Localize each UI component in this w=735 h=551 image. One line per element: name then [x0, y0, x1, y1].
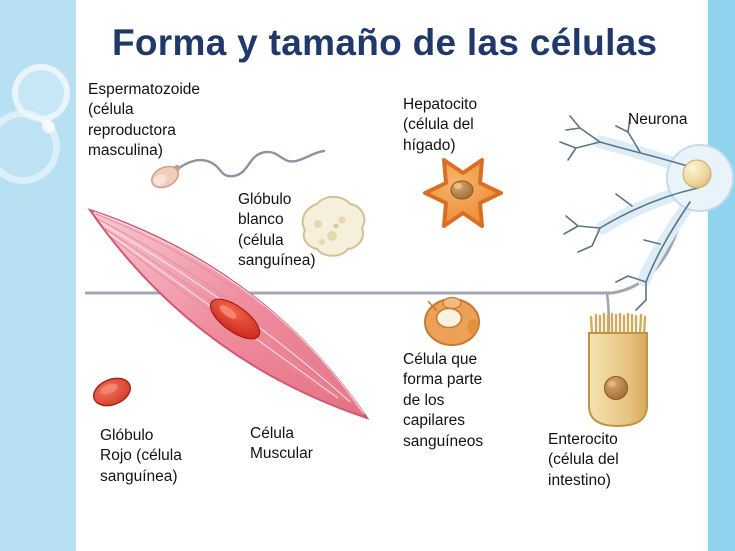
label-neuron: Neurona — [628, 111, 688, 128]
label-sperm-cell: Espermatozoide (célula reproductora masc… — [88, 81, 201, 160]
capillary-cell-illustration — [424, 296, 480, 346]
label-hepatocyte: Hepatocito (célula del hígado) — [403, 96, 478, 154]
slide-title: Forma y tamaño de las células — [112, 22, 658, 63]
left-decoration-strip — [0, 0, 76, 551]
red-blood-cell-illustration — [93, 377, 131, 407]
label-muscle-cell: Célula Muscular — [250, 425, 313, 463]
neuron-axon — [85, 191, 696, 363]
label-white-blood-cell: Glóbulo blanco (célula sanguínea) — [238, 191, 316, 270]
label-enterocyte: Enterocito (célula del intestino) — [548, 431, 619, 489]
right-decoration-strip — [705, 0, 735, 551]
enterocyte-illustration — [588, 312, 648, 428]
label-capillary-cell: Célula que forma parte de los capilares … — [403, 351, 484, 450]
label-red-blood-cell: Glóbulo Rojo (célula sanguínea) — [100, 427, 182, 485]
decorative-circle — [42, 120, 55, 133]
hepatocyte-illustration — [423, 158, 503, 228]
